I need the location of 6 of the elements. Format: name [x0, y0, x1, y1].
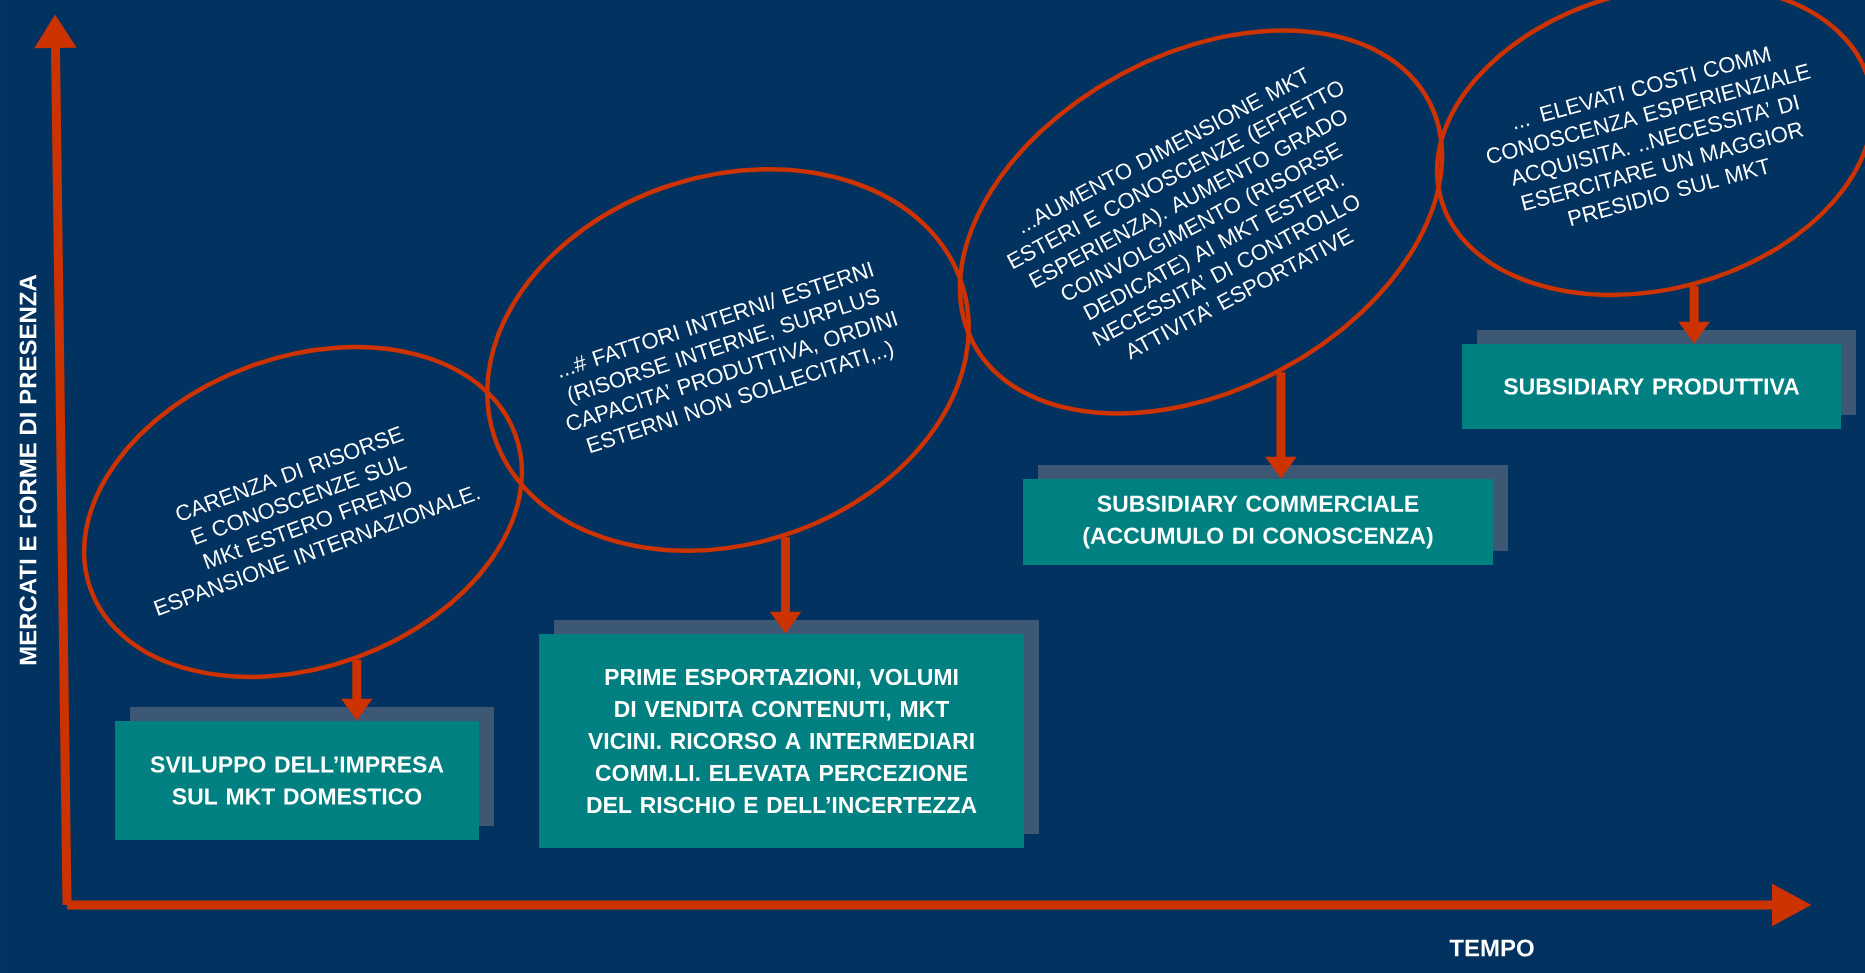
text-box: PRIME ESPORTAZIONI, VOLUMI DI VENDITA CONTENUTI, MKT VICINI. RICORSO A INTERMEDIARI COMM.LI. ELEVATA PERCEZIONE DEL RISCHIO E DELL’INCERTEZZA [539, 620, 1039, 848]
axis-label: TEMPO [1449, 939, 1534, 957]
axis-label: MERCATI E FORME DI PRESENZA [19, 274, 37, 665]
text-box: SUBSIDIARY COMMERCIALE (ACCUMULO DI CONOSCENZA) [1023, 465, 1508, 565]
text-box: SVILUPPO DELL’IMPRESA SUL MKT DOMESTICO [115, 707, 494, 840]
text-box: SUBSIDIARY PRODUTTIVA [1462, 330, 1856, 429]
